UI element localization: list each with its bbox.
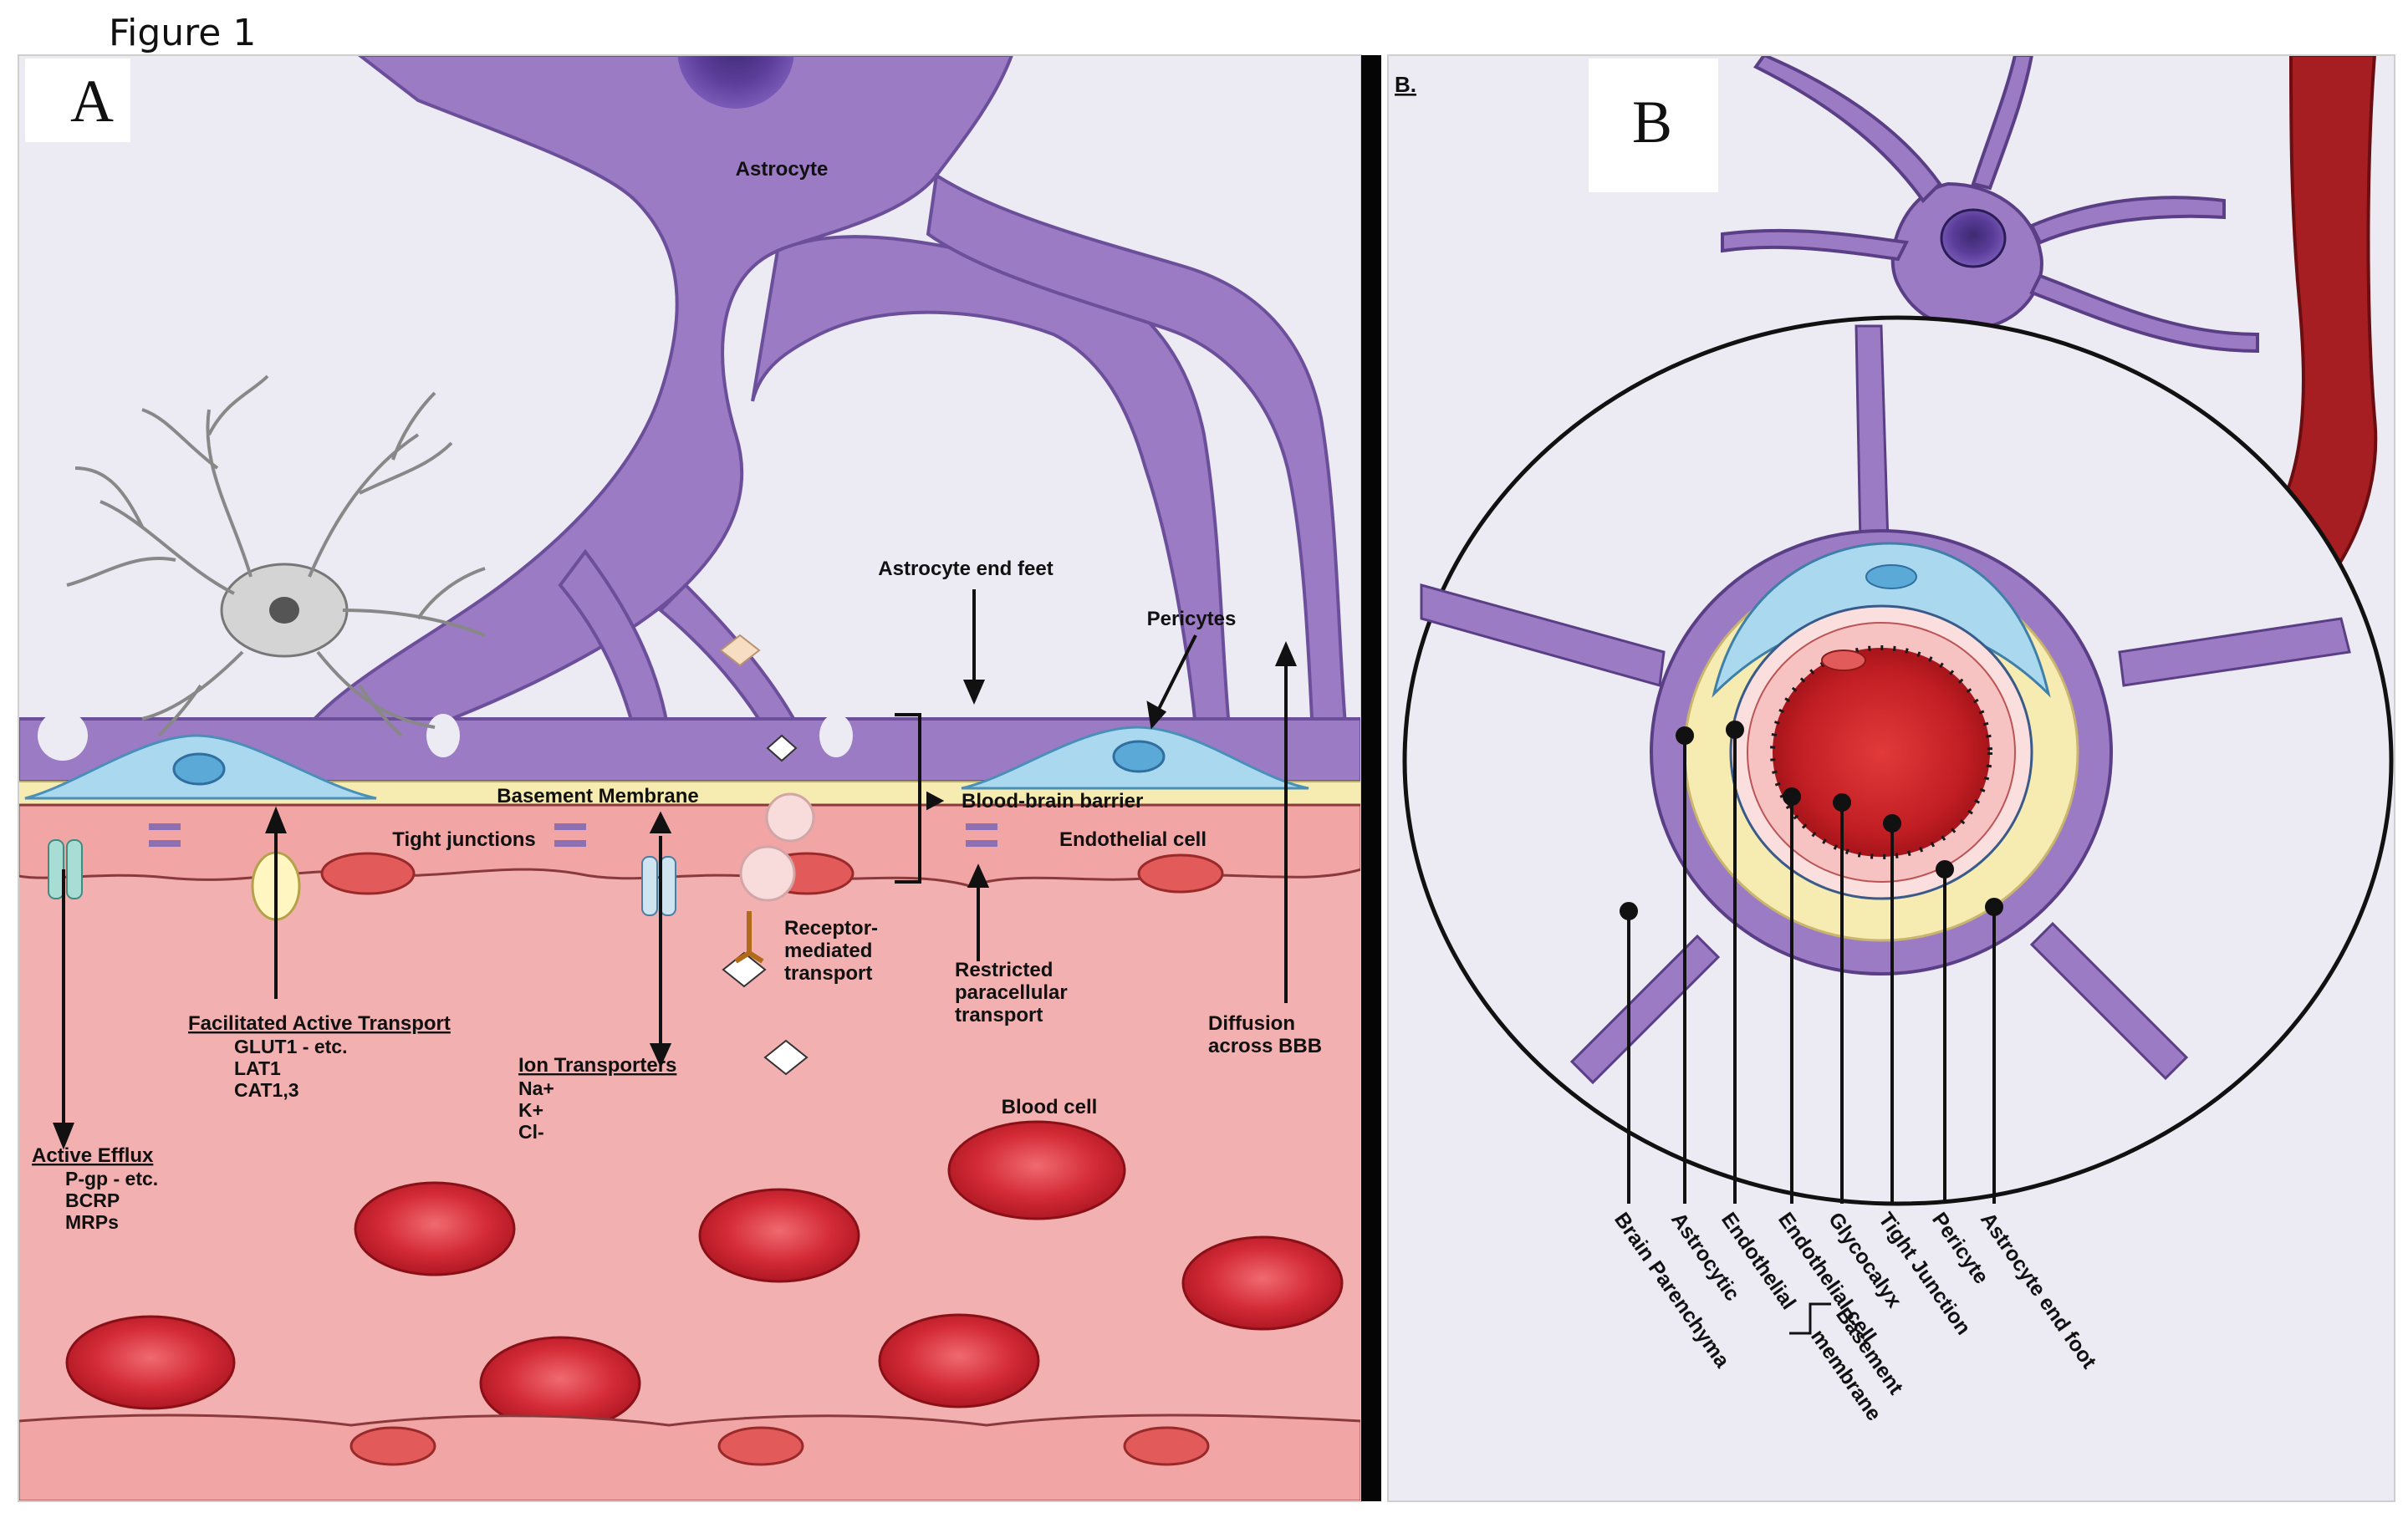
label-blood-cell: Blood cell — [1002, 1096, 1098, 1118]
label-fat-item-2: LAT1 — [234, 1057, 281, 1079]
neuron — [66, 374, 486, 737]
label-pericytes: Pericytes — [1147, 608, 1237, 630]
label-diffusion-2: across BBB — [1208, 1035, 1322, 1057]
panel-a-letter: A — [70, 68, 114, 135]
label-diffusion-1: Diffusion — [1208, 1012, 1295, 1035]
panel-a: Astrocyte Astrocyte end feet Pericytes B… — [18, 55, 1361, 1501]
red-blood-cells — [65, 1120, 1344, 1431]
panel-b-astrocyte-nucleus — [1940, 208, 2007, 268]
label-efflux-item-3: MRPs — [65, 1211, 119, 1233]
panel-b-small-tag: B. — [1395, 72, 1416, 97]
label-ion-item-1: Na+ — [518, 1077, 554, 1099]
label-restricted-paracellular-3: transport — [955, 1004, 1043, 1026]
label-receptor-mediated-1: Receptor- — [784, 917, 878, 940]
label-endothelial-cell: Endothelial cell — [1059, 828, 1207, 851]
label-restricted-paracellular-2: paracellular — [955, 981, 1068, 1004]
label-ion-item-3: Cl- — [518, 1121, 544, 1143]
efflux-channel — [48, 839, 83, 899]
pericyte-left — [24, 734, 377, 800]
end-feet-gaps — [38, 711, 853, 761]
tight-junction-markers — [149, 823, 997, 847]
bottom-endothelial — [18, 1414, 1361, 1501]
vessel-lumen-b — [1770, 645, 1992, 859]
label-ion-item-2: K+ — [518, 1099, 543, 1121]
label-basement-membrane: Basement Membrane — [497, 785, 698, 807]
panel-b-pericyte-nucleus — [1865, 564, 1917, 589]
panel-a-arrows — [53, 589, 1298, 1150]
label-blood-brain-barrier: Blood-brain barrier — [962, 790, 1143, 812]
panel-b-letter-box — [1589, 59, 1718, 192]
panel-b-frame — [1387, 54, 2395, 1502]
label-ion-transporters: Ion Transporters — [518, 1054, 676, 1077]
label-receptor-mediated-3: transport — [784, 962, 872, 985]
receptor-vesicles — [719, 634, 815, 1076]
label-fat-item-3: CAT1,3 — [234, 1079, 299, 1101]
label-tight-junctions: Tight junctions — [392, 828, 536, 851]
panel-b-letter: B — [1632, 89, 1672, 155]
label-fat-item-1: GLUT1 - etc. — [234, 1036, 347, 1057]
panel-b-leader-lines — [1620, 721, 2003, 1335]
label-receptor-mediated-2: mediated — [784, 940, 872, 962]
astrocyte-nucleus — [677, 55, 794, 109]
label-astrocyte-end-feet: Astrocyte end feet — [878, 558, 1053, 580]
panel-divider — [1361, 55, 1381, 1501]
panel-a-letter-box — [25, 59, 130, 142]
label-facilitated-active-transport: Facilitated Active Transport — [188, 1012, 451, 1035]
label-efflux-item-2: BCRP — [65, 1189, 120, 1211]
label-astrocyte: Astrocyte — [736, 158, 829, 181]
vessel-lumen — [18, 802, 1361, 1501]
figure-title: Figure 1 — [109, 12, 256, 54]
label-active-efflux: Active Efflux — [32, 1144, 154, 1167]
label-restricted-paracellular-1: Restricted — [955, 959, 1053, 981]
ion-channel — [641, 856, 676, 916]
panel-b: Brain Parenchyma Astrocytic Endothelial … — [1388, 55, 2395, 1501]
pericyte-right — [961, 726, 1309, 790]
endothelial-nucleus-b — [1821, 649, 1866, 671]
label-efflux-item-1: P-gp - etc. — [65, 1168, 158, 1189]
circle-processes — [1420, 324, 2351, 1085]
